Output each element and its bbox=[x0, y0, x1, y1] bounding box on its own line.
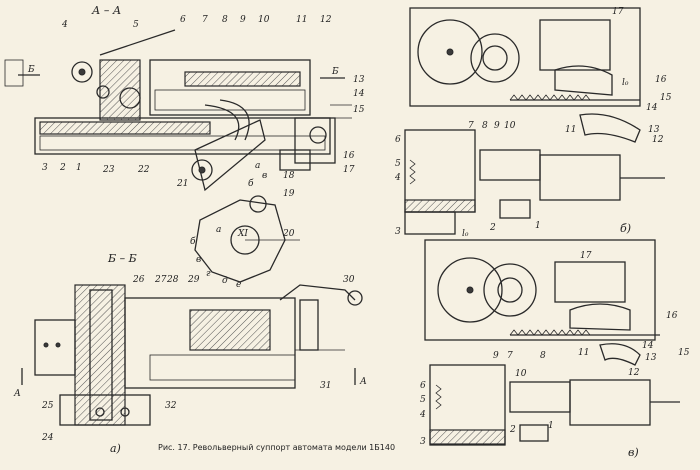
label-14: 14 bbox=[353, 89, 365, 99]
label-v-4: 4 bbox=[419, 410, 426, 420]
view-b-label: б) bbox=[620, 222, 631, 235]
label-r-8: 8 bbox=[482, 121, 488, 131]
view-a-label: а) bbox=[110, 442, 121, 455]
section-aa-view: А – А Б Б bbox=[4, 4, 365, 290]
label-3: 3 bbox=[42, 163, 48, 173]
label-17: 17 bbox=[343, 165, 355, 175]
label-31: 31 bbox=[320, 381, 331, 391]
label-26: 26 bbox=[132, 275, 145, 285]
section-aa-title: А – А bbox=[91, 4, 121, 17]
label-32: 32 bbox=[165, 401, 177, 411]
label-15: 15 bbox=[353, 105, 365, 115]
drum-letter: б bbox=[248, 178, 254, 189]
label-30: 30 bbox=[343, 275, 355, 285]
label-1: 1 bbox=[76, 163, 82, 173]
label-4: 4 bbox=[61, 20, 68, 30]
label-v-11: 11 bbox=[578, 348, 589, 358]
mark-b-left: Б bbox=[27, 65, 35, 75]
label-8: 8 bbox=[222, 15, 228, 25]
label-r-4: 4 bbox=[394, 173, 401, 183]
mark-b-right: Б bbox=[331, 67, 339, 77]
label-v-3: 3 bbox=[420, 437, 426, 447]
label-v-9: 9 bbox=[493, 351, 499, 361]
label-13: 13 bbox=[353, 75, 365, 85]
label-v-6: 6 bbox=[420, 381, 426, 391]
label-18: 18 bbox=[283, 171, 295, 181]
label-7: 7 bbox=[202, 15, 208, 25]
dim-l0-mid: l₀ bbox=[462, 229, 469, 239]
label-9: 9 bbox=[240, 15, 246, 25]
label-v-12: 12 bbox=[628, 368, 640, 378]
label-r-1: 1 bbox=[535, 221, 541, 231]
drum-letter: а bbox=[255, 161, 260, 171]
label-v-17: 17 bbox=[580, 251, 592, 261]
view-b-diagram: 17 16 15 14 13 12 11 l₀ 7 8 9 10 6 5 4 3… bbox=[394, 7, 672, 239]
label-23: 23 bbox=[102, 165, 115, 175]
label-r-17: 17 bbox=[612, 7, 624, 17]
label-v-2: 2 bbox=[509, 425, 516, 435]
label-v-15: 15 bbox=[678, 348, 690, 358]
label-v-13: 13 bbox=[645, 353, 657, 363]
mark-a-left: А bbox=[13, 389, 21, 399]
drum-letter: а bbox=[216, 225, 221, 235]
label-v-7: 7 bbox=[507, 351, 513, 361]
label-21: 21 bbox=[176, 179, 188, 189]
label-25: 25 bbox=[41, 401, 54, 411]
dim-l0-top: l₀ bbox=[622, 78, 629, 88]
label-v-16: 16 bbox=[666, 311, 678, 321]
label-v-10: 10 bbox=[515, 369, 527, 379]
drum-letter: б bbox=[190, 236, 196, 247]
view-v-label: в) bbox=[628, 446, 639, 459]
label-28: 28 bbox=[166, 275, 179, 285]
label-20: 20 bbox=[282, 229, 295, 239]
label-29: 29 bbox=[187, 275, 200, 285]
drum-letter: е bbox=[236, 280, 241, 290]
label-r-13: 13 bbox=[648, 125, 660, 135]
section-bb-view: Б – Б А А 26 27 28 29 30 31 32 25 24 а) bbox=[13, 252, 367, 455]
label-v-1: 1 bbox=[548, 421, 554, 431]
drum-letter: д bbox=[222, 276, 228, 286]
label-v-8: 8 bbox=[540, 351, 546, 361]
label-r-11: 11 bbox=[565, 125, 576, 135]
label-24: 24 bbox=[41, 433, 54, 443]
label-v-14: 14 bbox=[642, 341, 654, 351]
label-2: 2 bbox=[59, 163, 66, 173]
label-r-6: 6 bbox=[395, 135, 401, 145]
label-r-7: 7 bbox=[468, 121, 474, 131]
label-16: 16 bbox=[343, 151, 355, 161]
label-5: 5 bbox=[133, 20, 139, 30]
drum-letter: в bbox=[262, 171, 267, 181]
label-r-9: 9 bbox=[494, 121, 500, 131]
label-22: 22 bbox=[137, 165, 150, 175]
drum-letter: в bbox=[196, 255, 201, 265]
label-v-5: 5 bbox=[420, 395, 426, 405]
label-12: 12 bbox=[320, 15, 332, 25]
label-roman: XI bbox=[237, 229, 248, 239]
label-19: 19 bbox=[283, 189, 295, 199]
label-27: 27 bbox=[154, 275, 167, 285]
label-r-12: 12 bbox=[652, 135, 664, 145]
label-r-16: 16 bbox=[655, 75, 667, 85]
section-bb-title: Б – Б bbox=[107, 252, 137, 265]
label-r-14: 14 bbox=[646, 103, 658, 113]
label-r-3: 3 bbox=[395, 227, 401, 237]
label-r-2: 2 bbox=[489, 223, 496, 233]
drum-letter: г bbox=[206, 269, 211, 279]
label-11: 11 bbox=[296, 15, 307, 25]
label-6: 6 bbox=[180, 15, 186, 25]
label-r-10: 10 bbox=[504, 121, 516, 131]
view-v-diagram: 16 15 14 13 12 11 17 9 7 8 10 6 5 4 3 2 … bbox=[419, 239, 690, 459]
label-r-15: 15 bbox=[660, 93, 672, 103]
mark-a-right: А bbox=[359, 377, 367, 387]
figure-caption: Рис. 17. Револьверный суппорт автомата м… bbox=[158, 443, 395, 452]
label-r-5: 5 bbox=[395, 159, 401, 169]
label-10: 10 bbox=[258, 15, 270, 25]
